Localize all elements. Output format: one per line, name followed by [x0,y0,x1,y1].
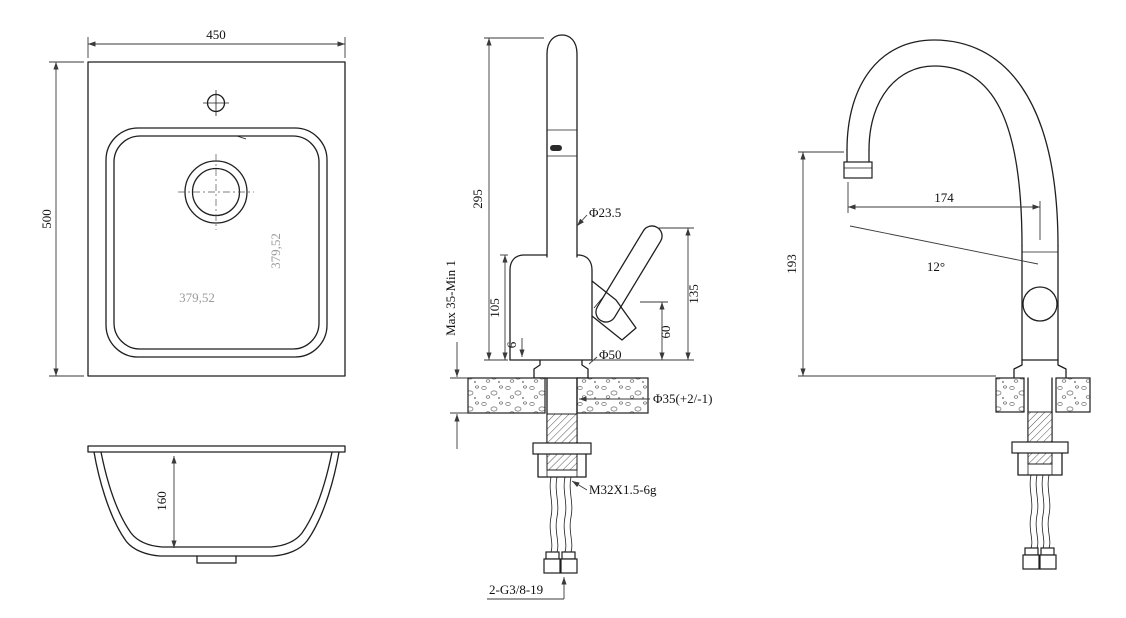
hose-connector [560,558,578,574]
overflow-mark [236,135,247,140]
countertop-left [467,377,546,414]
dim-bowl-width: 379,52 [179,290,215,305]
mounting-washer [532,442,592,455]
dim-sink-width: 450 [206,27,226,42]
dim-hole-diameter: Φ35(+2/-1) [653,391,712,406]
dim-base-diameter: Φ50 [599,347,622,362]
spout-tube [546,34,578,258]
dim-bowl-height: 160 [154,491,169,511]
hose-connector [1022,554,1040,570]
mounting-nut [1017,452,1063,476]
dim-spout-height: 295 [470,189,485,209]
hose-connector [543,558,561,574]
body-left [509,254,548,361]
dim-spout-angle: 12° [927,259,945,274]
base-flange [1013,359,1067,379]
dim-base-step: 6 [504,341,519,348]
supply-hose [563,476,567,553]
mounting-washer [1011,441,1069,454]
dim-sink-depth: 500 [39,209,54,229]
hose-connector [1039,554,1057,570]
dim-body-height: 105 [487,298,502,318]
dim-spout-reach: 174 [934,190,954,205]
dim-bowl-depth: 379,52 [268,233,283,269]
bowl-outer-profile [93,451,340,557]
supply-hose [1041,474,1045,549]
dim-handle-height: 135 [686,284,701,304]
faucet-front-view: 174 193 12° [784,39,1091,570]
aerator-mark [550,145,562,151]
sink-top-view: 450 500 379,52 379,52 [39,27,346,377]
dim-handle-offset: 60 [658,326,673,339]
dim-spout-clearance: 193 [784,254,799,274]
mounting-nut [537,453,587,478]
handle-hub [1022,286,1058,322]
gooseneck-inner [868,65,1023,247]
dim-spout-diameter: Φ23.5 [589,205,621,220]
dim-deck-range: Max 35-Min 1 [443,260,458,336]
countertop-right [1055,377,1091,413]
gooseneck-outer [846,39,1059,247]
threaded-shank [546,413,578,471]
supply-hose [549,476,553,553]
handle-boss [591,280,637,341]
bowl-inner-edge [113,135,320,350]
supply-hose [1029,474,1033,549]
handle-lever [595,225,663,323]
bowl-inner-profile [100,451,333,548]
drain-boss [196,555,237,564]
faucet-side-view: 295 105 Max 35-Min 1 6 Φ23.5 135 60 Φ50 … [443,34,712,600]
angle-reference-line [849,225,1039,265]
body-right [576,254,593,361]
sink-section-view: 160 [87,445,346,564]
dim-thread-spec: M32X1.5-6g [589,482,657,497]
sink-outline [87,61,346,377]
base-flange [533,359,589,379]
bowl-outer-edge [105,127,328,358]
threaded-shank [1027,411,1053,465]
countertop-right [576,377,649,414]
sink-rim [87,445,346,453]
countertop-left [995,377,1025,413]
spout-outlet [843,161,873,179]
dim-hose-spec: 2-G3/8-19 [489,582,543,597]
